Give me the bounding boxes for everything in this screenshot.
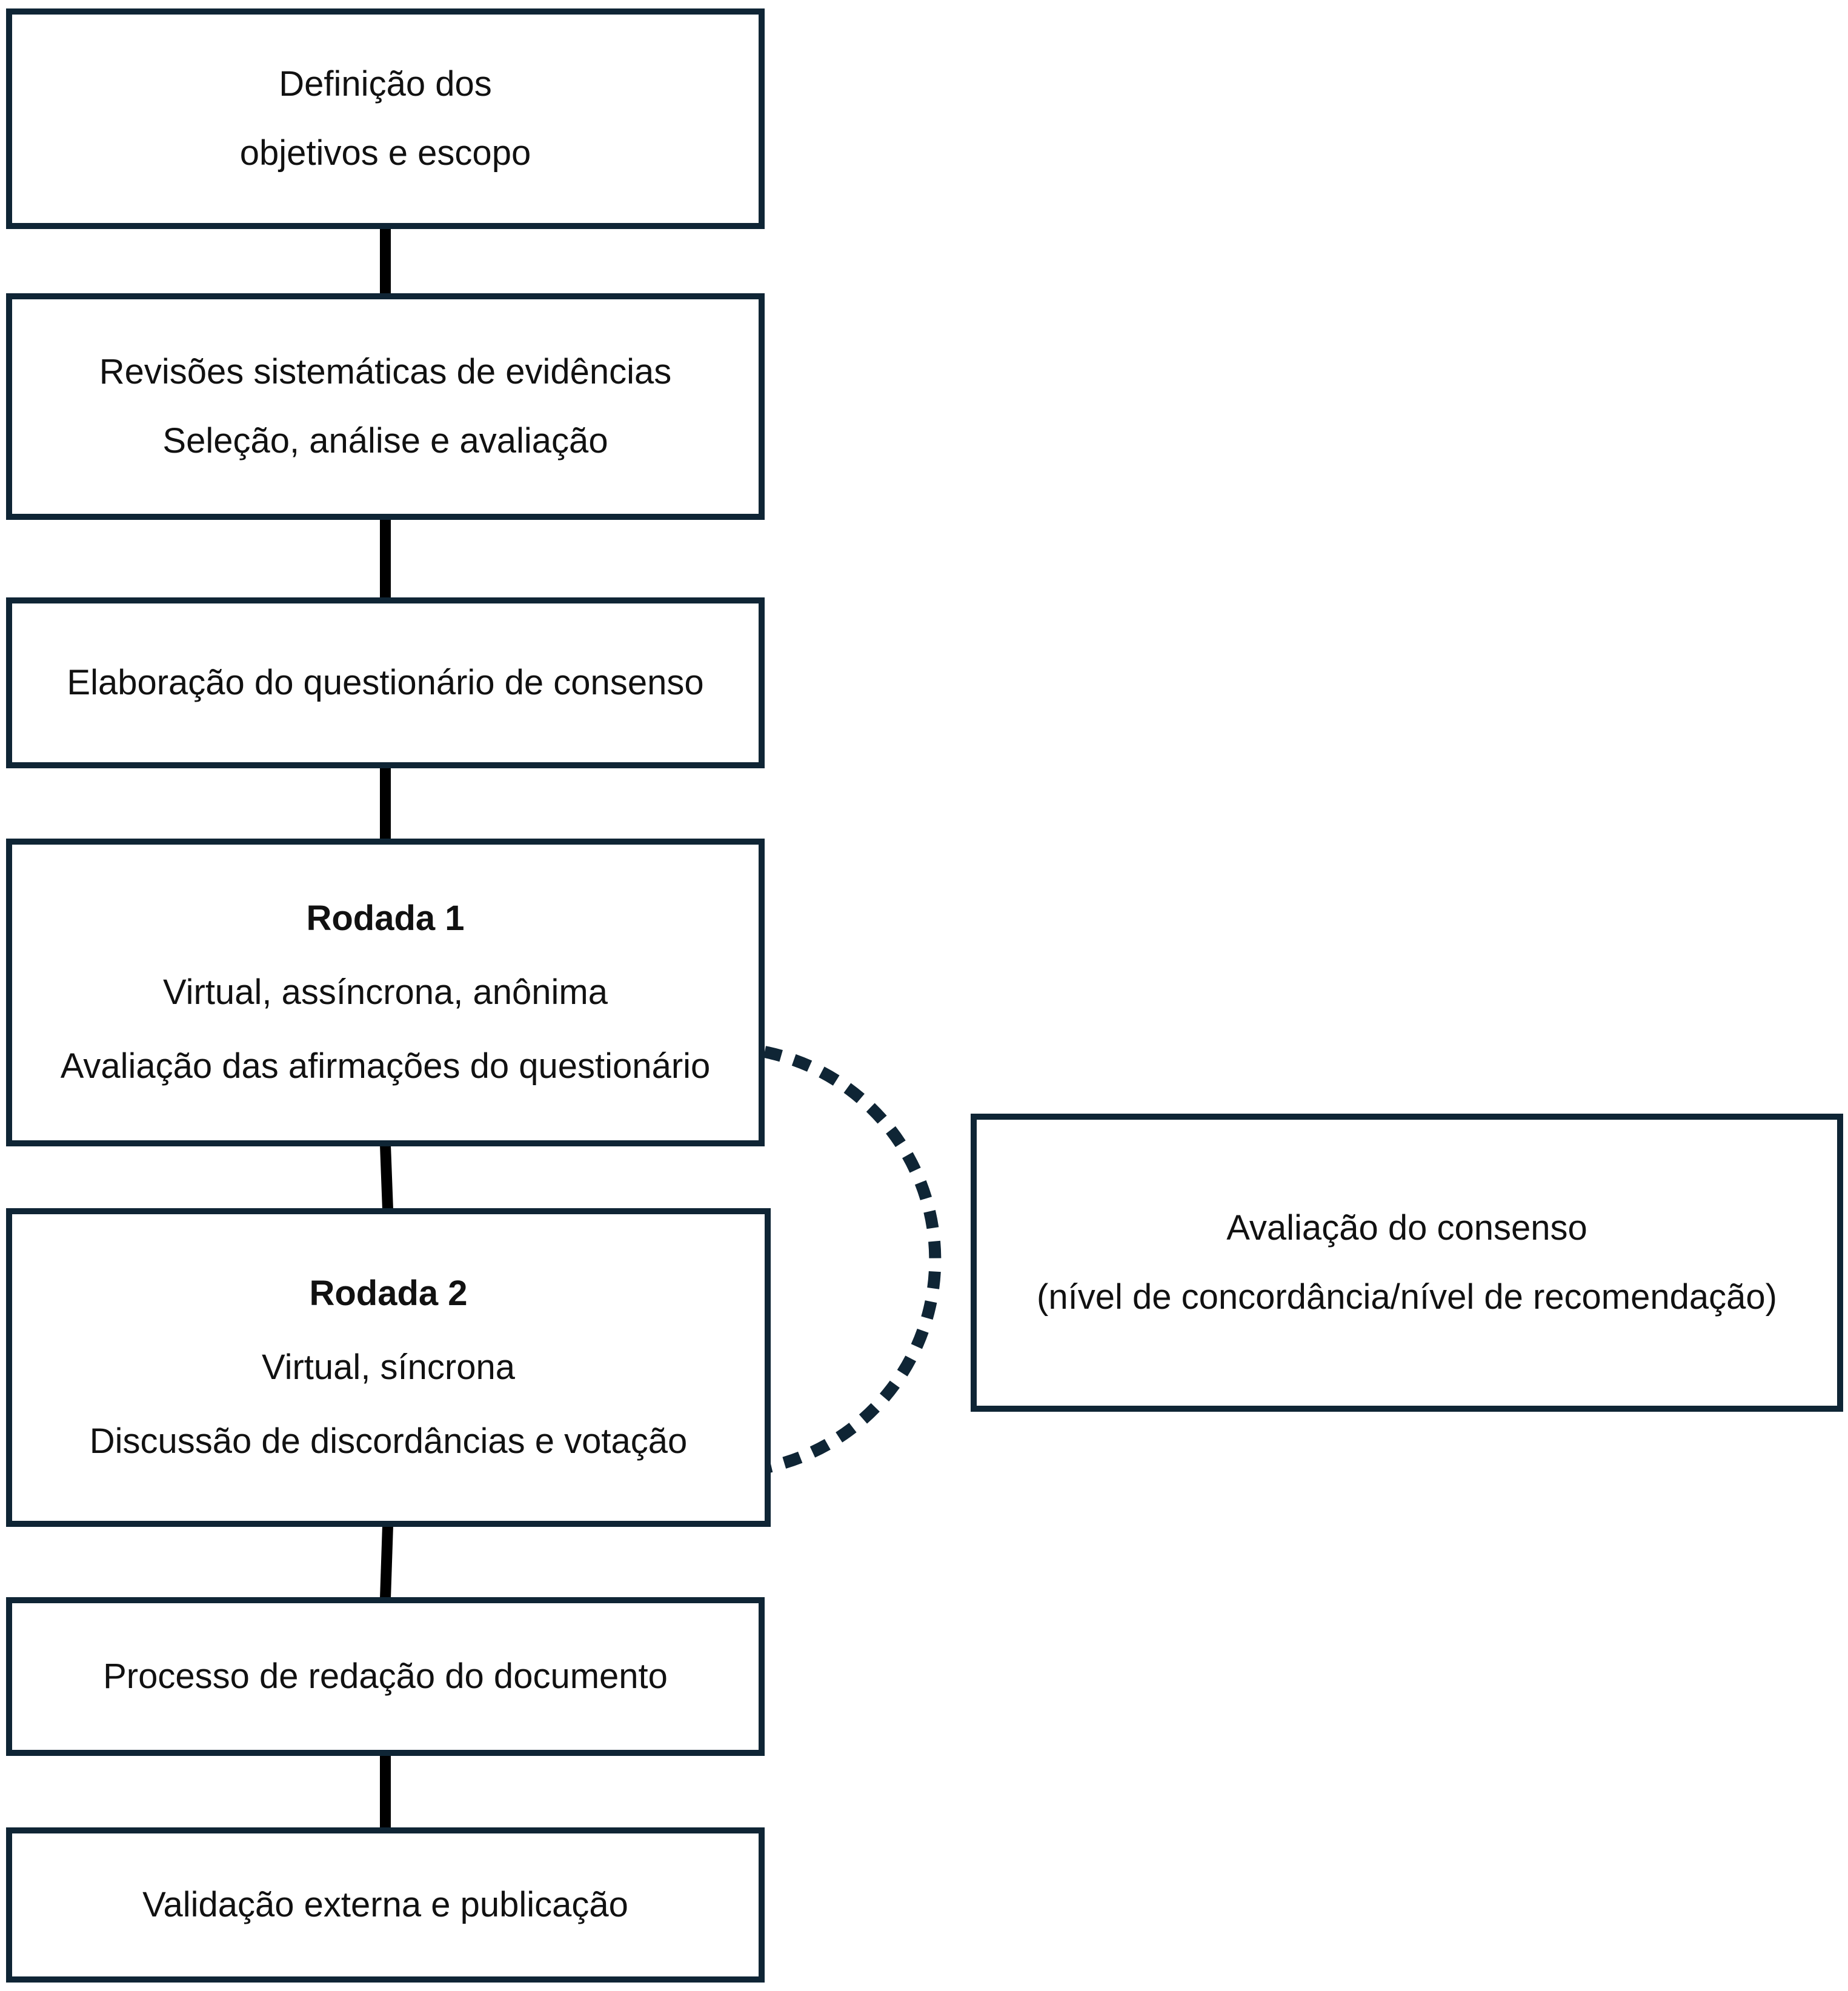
- round2-line-1: Virtual, síncrona: [261, 1348, 516, 1387]
- consensus-line-2: (nível de concordância/nível de recomend…: [1037, 1277, 1777, 1317]
- questionnaire-line-1: Elaboração do questionário de consenso: [67, 663, 704, 702]
- round2-line-2: Discussão de discordâncias e votação: [89, 1421, 688, 1461]
- box-round-2: Rodada 2 Virtual, síncrona Discussão de …: [6, 1208, 771, 1527]
- consensus-line-1: Avaliação do consenso: [1226, 1208, 1587, 1248]
- round2-title: Rodada 2: [309, 1274, 468, 1313]
- box-round-1: Rodada 1 Virtual, assíncrona, anônima Av…: [6, 839, 765, 1146]
- drafting-line-1: Processo de redação do documento: [103, 1657, 668, 1696]
- connector-round1-round2: [380, 1145, 393, 1210]
- consensus-feedback-loop: [763, 1046, 942, 1474]
- round1-line-1: Virtual, assíncrona, anônima: [162, 972, 608, 1012]
- validation-line-1: Validação externa e publicação: [142, 1885, 628, 1924]
- round1-title: Rodada 1: [306, 899, 465, 938]
- box-systematic-reviews: Revisões sistemáticas de evidências Sele…: [6, 293, 765, 520]
- box-questionnaire: Elaboração do questionário de consenso: [6, 597, 765, 768]
- box-document-drafting: Processo de redação do documento: [6, 1597, 765, 1756]
- box-validation-publication: Validação externa e publicação: [6, 1827, 765, 1983]
- round1-line-2: Avaliação das afirmações do questionário: [60, 1046, 711, 1086]
- connector-round2-drafting: [380, 1525, 393, 1599]
- reviews-line-2: Seleção, análise e avaliação: [162, 421, 608, 460]
- objectives-line-2: objetivos e escopo: [239, 133, 531, 173]
- box-consensus-evaluation: Avaliação do consenso (nível de concordâ…: [971, 1114, 1843, 1412]
- reviews-line-1: Revisões sistemáticas de evidências: [99, 352, 672, 391]
- box-objectives: Definição dos objetivos e escopo: [6, 8, 765, 229]
- objectives-line-1: Definição dos: [279, 64, 492, 104]
